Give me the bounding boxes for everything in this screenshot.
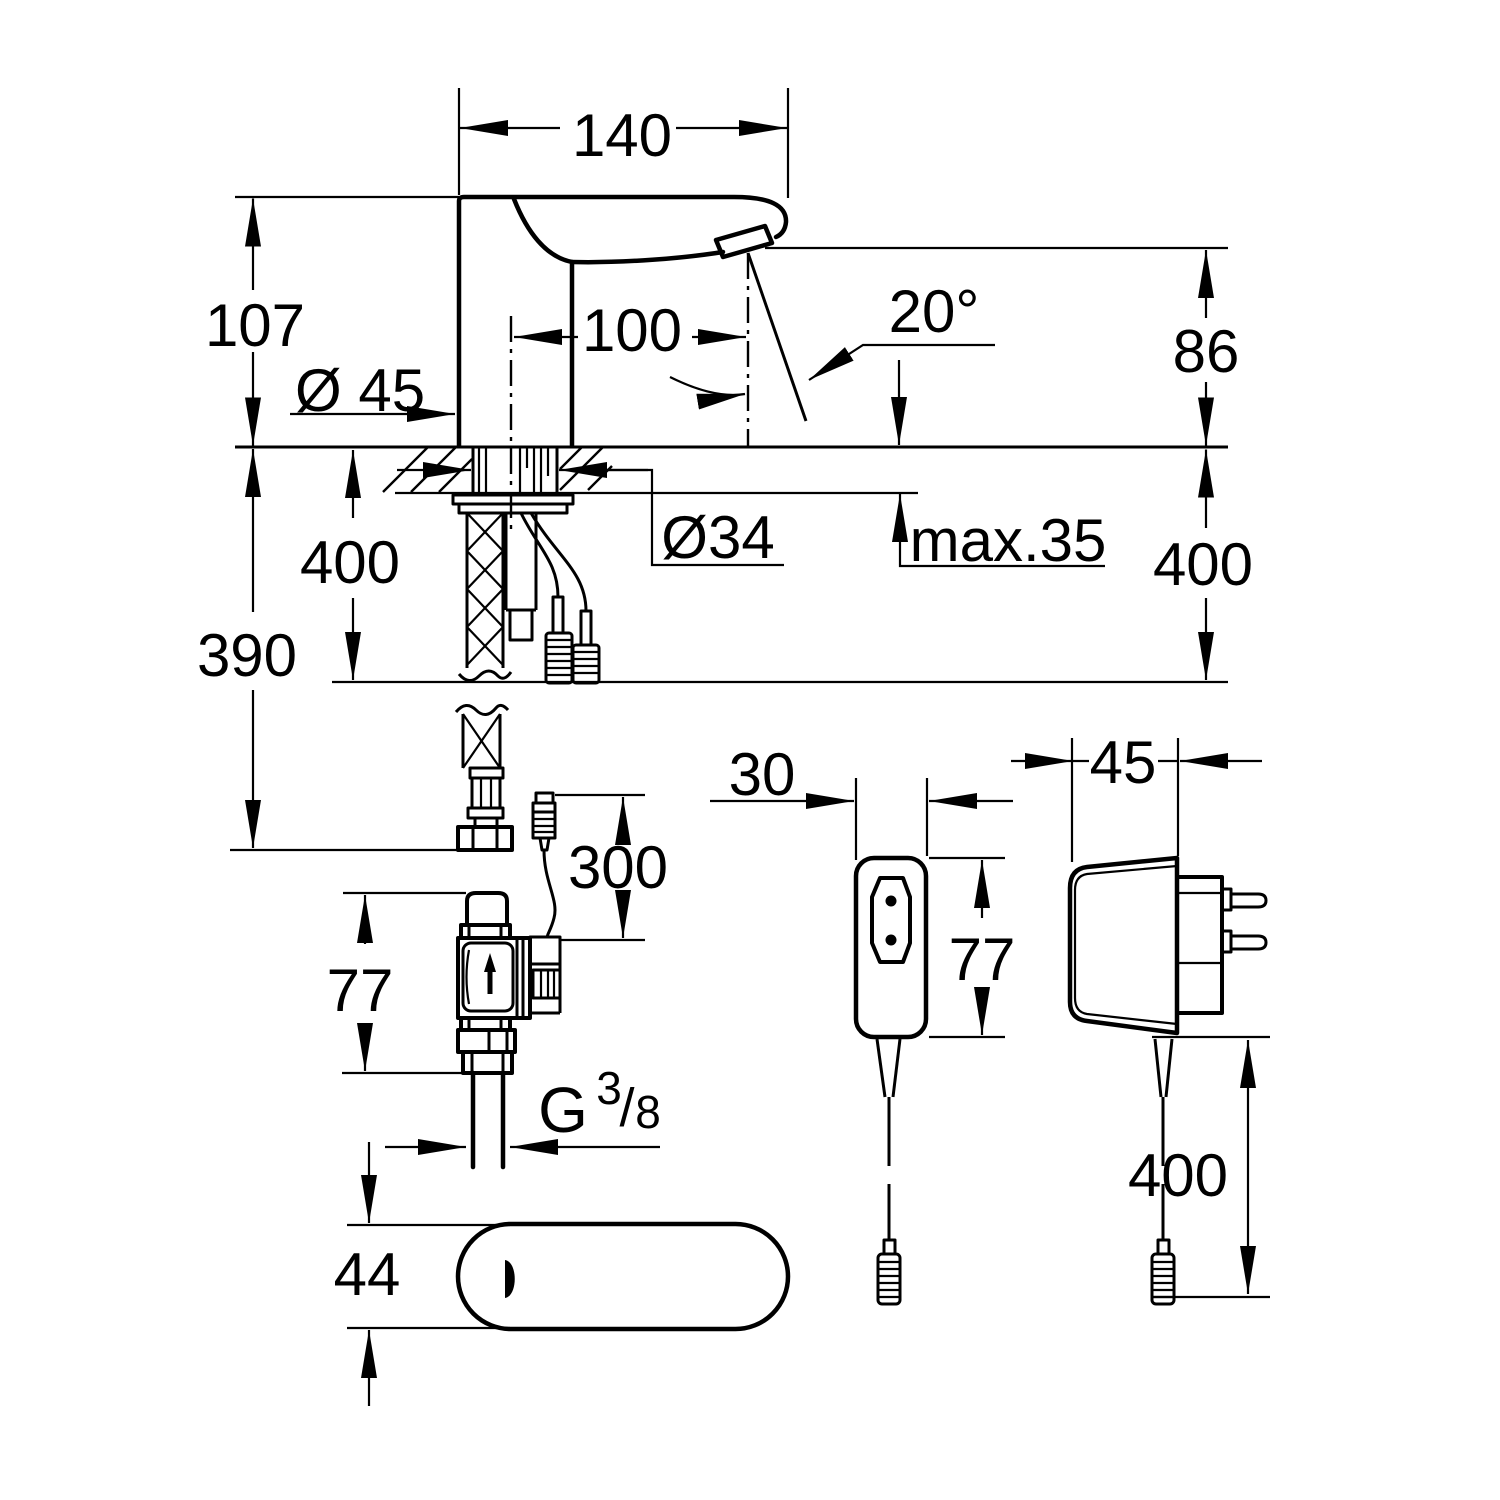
base-capsule-outline xyxy=(455,1221,791,1332)
flow-direction-arrow xyxy=(484,953,496,994)
hose-break-symbol xyxy=(457,669,513,682)
dimension-max-thickness-35: max.35 xyxy=(891,360,1107,574)
hose-end-fitting xyxy=(470,776,502,810)
sensor-cable-sleeve xyxy=(504,513,538,642)
dimension-base-diameter-45: Ø 45 xyxy=(290,357,455,424)
sensor-cables xyxy=(519,512,601,685)
valve-cable-port xyxy=(528,935,562,966)
sensor-cable-right xyxy=(529,512,588,612)
dimension-psu-height-77: 77 xyxy=(929,856,1016,1039)
sensor-cable-left xyxy=(519,512,560,598)
valve-body-panel xyxy=(461,941,515,1013)
psu-front-body xyxy=(853,855,929,1040)
dimension-psu-cable-400: 400 xyxy=(1128,1035,1270,1299)
dimension-psu-depth-45: 45 xyxy=(1011,729,1262,862)
dimension-hole-diameter-34: Ø34 xyxy=(397,462,784,571)
spray-angle-line xyxy=(746,252,808,422)
psu-side-cable xyxy=(1150,1038,1176,1306)
dimension-valve-height-77: 77 xyxy=(327,891,470,1075)
dimension-base-width-44: 44 xyxy=(334,1142,510,1406)
dim-label-right-400: 400 xyxy=(1153,531,1253,598)
valve-cable xyxy=(542,849,557,939)
hose-union-nut xyxy=(456,825,514,852)
dimension-psu-width-30: 30 xyxy=(710,741,1013,860)
dim-label-valve-77: 77 xyxy=(327,957,394,1024)
spout-underside xyxy=(569,249,726,265)
dimension-body-height-107: 107 xyxy=(205,195,459,446)
angle-leader-arrow xyxy=(808,343,995,381)
plug-pin-top xyxy=(1220,887,1268,912)
mounting-washer xyxy=(457,502,569,515)
solenoid-valve xyxy=(456,791,562,1170)
dim-label-300: 300 xyxy=(568,834,668,901)
dim-label-107: 107 xyxy=(205,292,305,359)
euro-plug-socket-outline xyxy=(870,876,912,964)
plug-pin-hole-top xyxy=(885,895,897,907)
valve-inlet-nipple xyxy=(465,891,509,925)
upper-supply-hose xyxy=(457,512,538,682)
dim-label-140: 140 xyxy=(572,102,672,169)
psu-front-cable xyxy=(875,1038,902,1306)
faucet-top-view xyxy=(455,1221,791,1332)
dimension-left-drop-400: 400 xyxy=(300,450,400,680)
dim-label-44: 44 xyxy=(334,1241,401,1308)
dimension-spout-reach-140: 140 xyxy=(457,88,790,198)
psu-side-inner-contour xyxy=(1073,864,1178,1026)
psu-side-body xyxy=(1067,855,1180,1036)
plug-pin-bottom xyxy=(1220,929,1268,954)
dim-label-45: 45 xyxy=(1090,729,1157,796)
dimension-cable-length-300: 300 xyxy=(555,793,668,942)
lower-supply-hose xyxy=(454,703,514,852)
valve-cable-connector xyxy=(531,791,557,852)
dimension-sensor-distance-100: 100 xyxy=(514,297,746,364)
annotation-spray-angle-20: 20° xyxy=(669,278,995,410)
braid-pattern xyxy=(466,512,504,666)
angle-arc-arrow xyxy=(669,376,746,410)
cable-connector-right xyxy=(571,609,601,685)
dim-label-hole-diameter: Ø34 xyxy=(661,504,774,571)
dim-label-30: 30 xyxy=(729,741,796,808)
dim-label-100: 100 xyxy=(582,297,682,364)
dim-label-86: 86 xyxy=(1173,318,1240,385)
dimension-hose-length-390: 390 xyxy=(197,449,458,852)
max35-bracket xyxy=(892,494,1105,568)
dim-label-390: 390 xyxy=(197,622,297,689)
mounting-deck xyxy=(235,445,1228,515)
dim-label-psu-77: 77 xyxy=(949,926,1016,993)
thread-slash: / xyxy=(619,1078,634,1138)
power-supply-front-view xyxy=(853,855,929,1306)
hose-break-symbol-top xyxy=(454,703,510,716)
faucet-outline xyxy=(456,194,789,449)
annotation-thread-g38: G 3 / 8 xyxy=(385,1062,661,1155)
dim-label-max35: max.35 xyxy=(910,507,1107,574)
thread-numerator: 3 xyxy=(596,1062,622,1114)
dim-label-left-400: 400 xyxy=(300,529,400,596)
power-supply-side-view xyxy=(1067,855,1268,1306)
dim-label-base-diameter: Ø 45 xyxy=(295,357,425,424)
dim-label-psu-cable-400: 400 xyxy=(1128,1142,1228,1209)
dimension-outlet-height-86: 86 xyxy=(765,246,1240,446)
dim-label-20deg: 20° xyxy=(889,278,980,345)
hole-diameter-leader xyxy=(580,468,784,567)
dimension-right-drop-400: 400 xyxy=(1153,449,1253,680)
cable-connector-left xyxy=(544,595,574,685)
threaded-shank xyxy=(451,448,575,515)
aerator xyxy=(713,223,775,260)
thread-denominator: 8 xyxy=(635,1086,661,1138)
sensor-window-dot xyxy=(505,1260,515,1298)
faucet-front-view xyxy=(456,194,808,531)
valve-side-fitting xyxy=(531,968,562,1000)
plug-face-plate xyxy=(1175,875,1224,1015)
thread-letter: G xyxy=(538,1074,588,1146)
body-fillet xyxy=(511,196,575,449)
plug-pin-hole-bottom xyxy=(885,934,897,946)
